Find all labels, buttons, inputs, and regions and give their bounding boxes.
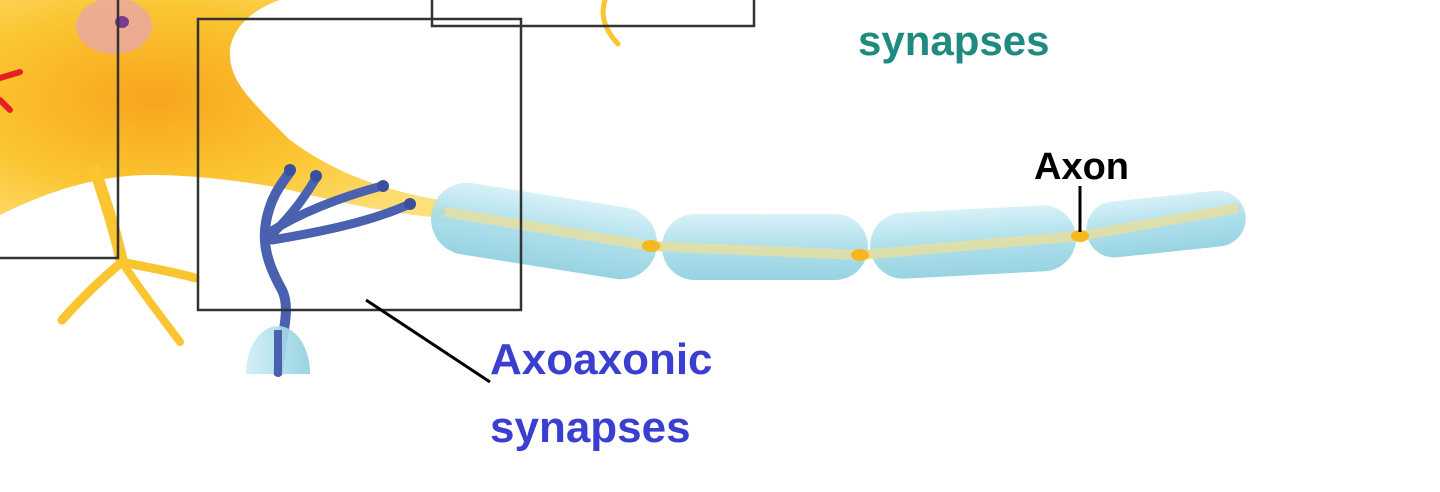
dendrite-lower-branch-1: [57, 257, 127, 325]
presynaptic-bouton-4: [404, 198, 416, 210]
dendrite-top: [600, 0, 621, 47]
node-of-ranvier-3: [1071, 230, 1089, 242]
presynaptic-branch-3: [267, 199, 415, 245]
node-of-ranvier-1: [642, 240, 660, 252]
dendrite-lower-branch-3: [118, 258, 184, 346]
label-synapses-top: synapses: [858, 17, 1050, 64]
inset-box-left: [0, 0, 120, 260]
red-branch: [0, 69, 23, 113]
label-axon: Axon: [1034, 146, 1129, 188]
dendrite-lower-branch-2: [117, 257, 200, 283]
presynaptic-bouton-2: [310, 170, 322, 182]
node-of-ranvier-2: [851, 249, 869, 261]
label-axoaxonic-line2: synapses: [490, 403, 691, 452]
presynaptic-branch-2: [265, 181, 387, 237]
leader-line-axoaxonic: [365, 298, 491, 384]
inset-box-axoaxonic: [196, 17, 523, 312]
cell-body: [0, 0, 440, 218]
inset-box-top: [430, 0, 756, 28]
nucleus: [76, 0, 152, 54]
presynaptic-bouton-1: [284, 164, 296, 176]
dendrite-lower: [89, 164, 128, 268]
presynaptic-bouton-3: [377, 180, 389, 192]
label-axoaxonic-line1: Axoaxonic: [490, 335, 713, 384]
